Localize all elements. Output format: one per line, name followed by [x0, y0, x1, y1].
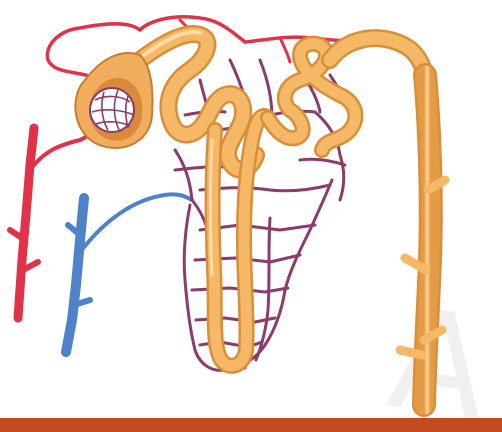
bottom-bar	[0, 418, 502, 432]
vein	[66, 194, 192, 352]
arteriole-top-branch-2	[280, 38, 290, 62]
capillary-network	[175, 60, 352, 370]
nephron-tubule	[140, 32, 445, 405]
renal-corpuscle	[75, 53, 152, 148]
artery-main	[18, 128, 34, 318]
proximal-tubule	[140, 34, 256, 170]
collecting-duct-branch-4	[400, 350, 422, 355]
vein-to-capillaries	[78, 194, 192, 255]
vein-main	[66, 198, 84, 352]
